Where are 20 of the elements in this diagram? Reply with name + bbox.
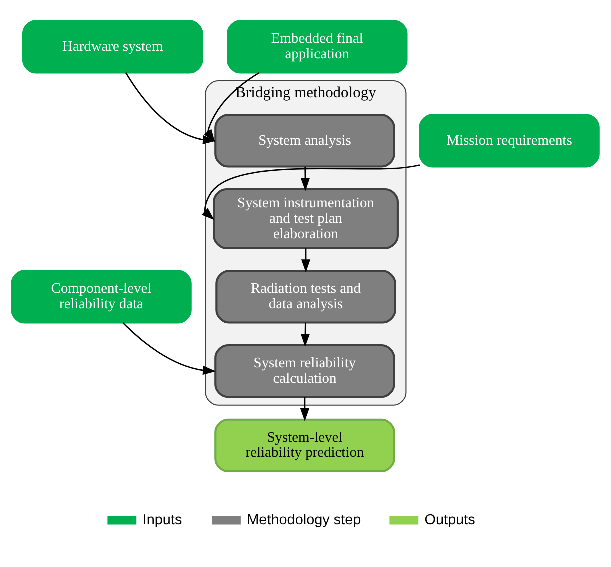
node-box: System reliability calculation — [214, 344, 396, 398]
arrow — [300, 397, 310, 422]
arrow — [202, 164, 420, 220]
node-box: Embedded final application — [227, 20, 408, 74]
legend-label: Inputs — [142, 512, 182, 528]
node-box: Hardware system — [22, 20, 204, 74]
node-box: System instrumentation and test plan elaboration — [213, 188, 399, 250]
node-box: System-level reliability prediction — [214, 418, 396, 473]
arrow — [204, 72, 260, 143]
arrow — [301, 248, 311, 273]
arrow — [125, 72, 216, 145]
node-box: System analysis — [214, 114, 396, 168]
legend-label: Methodology step — [247, 512, 362, 528]
arrow — [122, 322, 216, 376]
node-box: Mission requirements — [419, 114, 600, 168]
node-box: Radiation tests and data analysis — [216, 270, 396, 324]
node-box: Component-level reliability data — [11, 270, 192, 324]
arrow — [300, 166, 310, 192]
legend-label: Outputs — [424, 512, 476, 528]
arrow — [300, 322, 310, 348]
